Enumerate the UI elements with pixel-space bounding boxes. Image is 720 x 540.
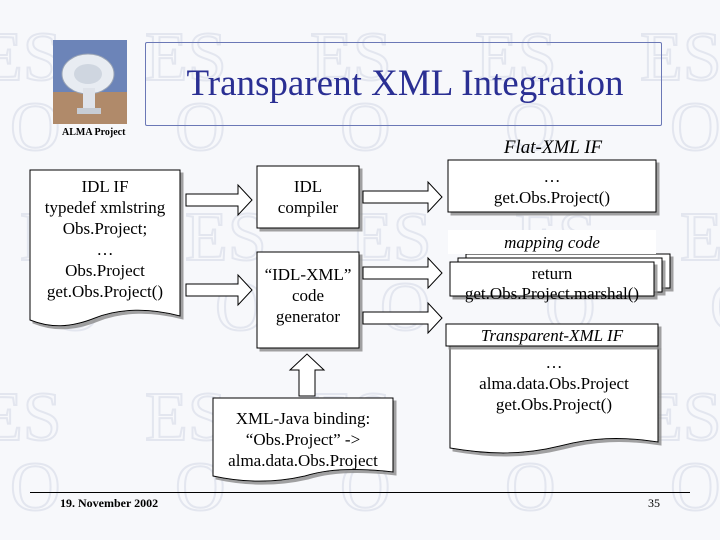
watermark-mark: ES: [145, 19, 227, 96]
transparent-xml-text: … alma.data.Obs.Project get.Obs.Project(…: [440, 352, 668, 415]
watermark-mark: O: [670, 449, 720, 526]
watermark-mark: O: [710, 269, 720, 346]
mapping-code-box: [449, 261, 655, 297]
flat-xml-box: [447, 159, 657, 213]
title-frame: [145, 42, 662, 126]
arrow-to-generator: [185, 273, 253, 307]
binding-line: “Obs.Project” ->: [245, 430, 361, 449]
arrow-to-flat-xml: [362, 180, 443, 214]
transparent-label-band: [445, 323, 659, 347]
idl-if-line: Obs.Project;: [62, 219, 148, 238]
idl-if-line: Obs.Project: [65, 261, 145, 280]
binding-text: XML-Java binding: “Obs.Project” -> alma.…: [205, 408, 401, 471]
binding-line: XML-Java binding:: [235, 409, 371, 428]
idl-compiler-line: IDL: [293, 177, 323, 196]
flat-xml-line: get.Obs.Project(): [493, 188, 611, 207]
mapping-code-text: return get.Obs.Project.marshal(): [442, 264, 662, 304]
watermark-mark: ES: [0, 379, 62, 456]
watermark-mark: ES: [185, 199, 267, 276]
transparent-line: get.Obs.Project(): [495, 395, 613, 414]
project-label: ALMA Project: [62, 127, 126, 138]
idl-compiler-line: compiler: [277, 198, 339, 217]
watermark-mark: O: [505, 89, 556, 166]
watermark-mark: ES: [0, 19, 62, 96]
watermark-mark: O: [10, 449, 61, 526]
watermark-mark: O: [505, 449, 556, 526]
mapping-code-label: mapping code: [504, 233, 600, 252]
watermark-mark: O: [380, 269, 431, 346]
arrow-to-mapping: [362, 256, 443, 290]
arrow-to-compiler: [185, 183, 253, 217]
idl-if-line: get.Obs.Project(): [46, 282, 164, 301]
code-generator-box: [256, 251, 360, 349]
idl-if-line: IDL IF: [81, 177, 129, 196]
footer-rule: [30, 492, 690, 493]
alma-antenna-logo: [53, 40, 127, 124]
idl-if-text: IDL IF typedef xmlstring Obs.Project; … …: [30, 176, 180, 302]
watermark-mark: O: [175, 89, 226, 166]
mapping-line: get.Obs.Project.marshal(): [464, 284, 640, 303]
idl-if-line: …: [96, 240, 114, 259]
transparent-line: …: [545, 353, 563, 372]
watermark-mark: ES: [310, 19, 392, 96]
binding-line: alma.data.Obs.Project: [228, 451, 378, 470]
transparent-xml-label: Transparent-XML IF: [480, 326, 624, 345]
slide-title: Transparent XML Integration: [186, 63, 624, 104]
generator-line: “IDL-XML”: [264, 265, 352, 284]
transparent-xml-document: [449, 345, 659, 454]
mapping-line: return: [531, 264, 573, 283]
flat-xml-line: …: [543, 167, 561, 186]
watermark-mark: ES: [680, 199, 720, 276]
watermark-mark: O: [340, 89, 391, 166]
watermark-mark: O: [670, 89, 720, 166]
generator-line: generator: [275, 307, 341, 326]
flat-xml-text: … get.Obs.Project(): [448, 166, 656, 208]
flat-xml-label: Flat-XML IF: [503, 137, 603, 158]
watermark-mark: O: [10, 89, 61, 166]
arrow-up-to-generator: [288, 353, 326, 397]
page-number: 35: [648, 496, 660, 510]
watermark-mark: ES: [350, 199, 432, 276]
footer-date: 19. November 2002: [60, 496, 159, 510]
binding-document: [212, 397, 394, 482]
idl-if-document: [29, 169, 181, 327]
watermark-mark: ES: [640, 19, 720, 96]
generator-line: code: [291, 286, 325, 305]
transparent-line: alma.data.Obs.Project: [479, 374, 629, 393]
idl-compiler-box: [256, 165, 360, 229]
idl-if-line: typedef xmlstring: [44, 198, 166, 217]
idl-compiler-text: IDL compiler: [257, 176, 359, 218]
watermark-mark: ES: [475, 19, 557, 96]
arrow-to-transparent-xml: [362, 301, 443, 335]
generator-text: “IDL-XML” code generator: [257, 264, 359, 327]
